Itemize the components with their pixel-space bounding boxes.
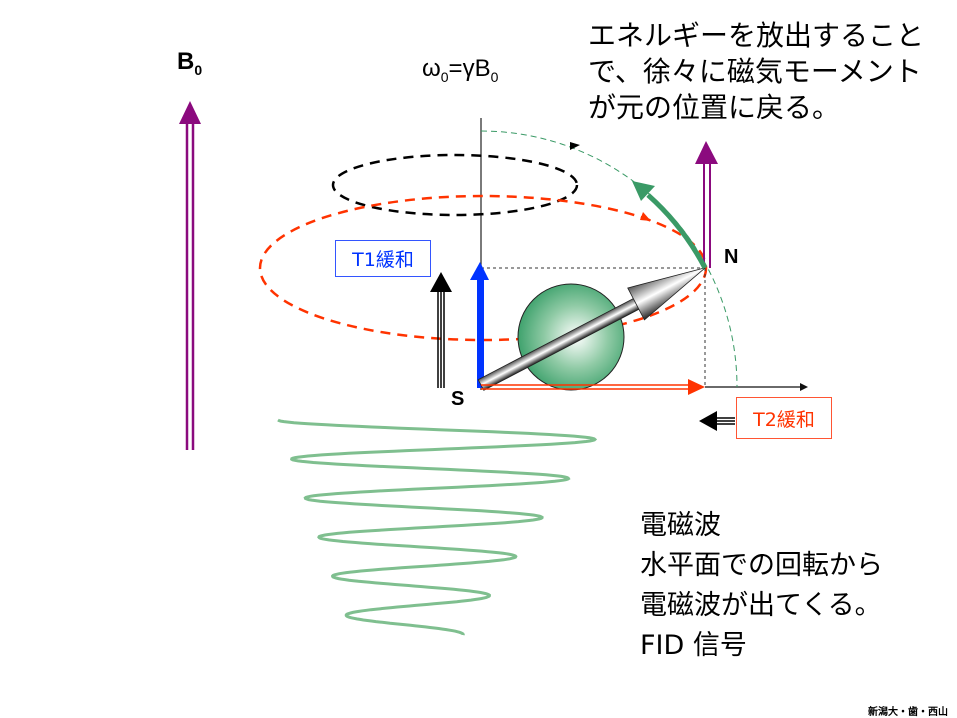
longitudinal-magnetization-arrow <box>470 262 489 388</box>
b0-text: B <box>177 48 195 75</box>
footer-credit: 新潟大・歯・西山 <box>868 707 948 718</box>
t2-direction-arrow <box>699 411 735 431</box>
omega-text: ω <box>422 55 441 82</box>
b0-subscript: 0 <box>194 61 203 78</box>
t1-relaxation-label: T1緩和 <box>335 240 431 277</box>
s-pole-label: S <box>451 388 465 410</box>
precession-orbit-upper <box>331 142 580 217</box>
omega-equation: =γB <box>448 55 491 82</box>
relaxation-return-arrow <box>632 181 708 270</box>
relaxation-note-line: エネルギーを放出すること <box>588 19 925 52</box>
t2-relaxation-label: T2緩和 <box>736 397 832 439</box>
fid-note-line: 電磁波が出てくる。 <box>640 590 882 621</box>
projection-lines <box>481 267 706 387</box>
fid-note-line: 水平面での回転から <box>640 550 883 581</box>
n-pole-label: N <box>724 246 739 268</box>
b0-subscript-2: 0 <box>490 68 499 85</box>
fid-note-line: FID 信号 <box>640 630 747 661</box>
t1-direction-arrow <box>430 272 452 388</box>
b0-label: B0 <box>177 48 202 78</box>
aligned-moment-arrow <box>695 141 718 268</box>
transverse-magnetization-arrow <box>481 379 705 395</box>
larmor-frequency-label: ω0=γB0 <box>422 55 498 85</box>
fid-wave <box>277 418 598 636</box>
relaxation-note: エネルギーを放出すること で、徐々に磁気モーメント が元の位置に戻る。 <box>588 18 924 126</box>
fid-note-line: 電磁波 <box>640 510 721 541</box>
relaxation-note-line: で、徐々に磁気モーメント <box>588 55 922 88</box>
relaxation-note-line: が元の位置に戻る。 <box>588 91 841 124</box>
b0-field-arrow <box>179 101 201 450</box>
omega-subscript: 0 <box>440 68 449 85</box>
fid-note: 電磁波 水平面での回転から 電磁波が出てくる。 FID 信号 <box>640 506 883 666</box>
